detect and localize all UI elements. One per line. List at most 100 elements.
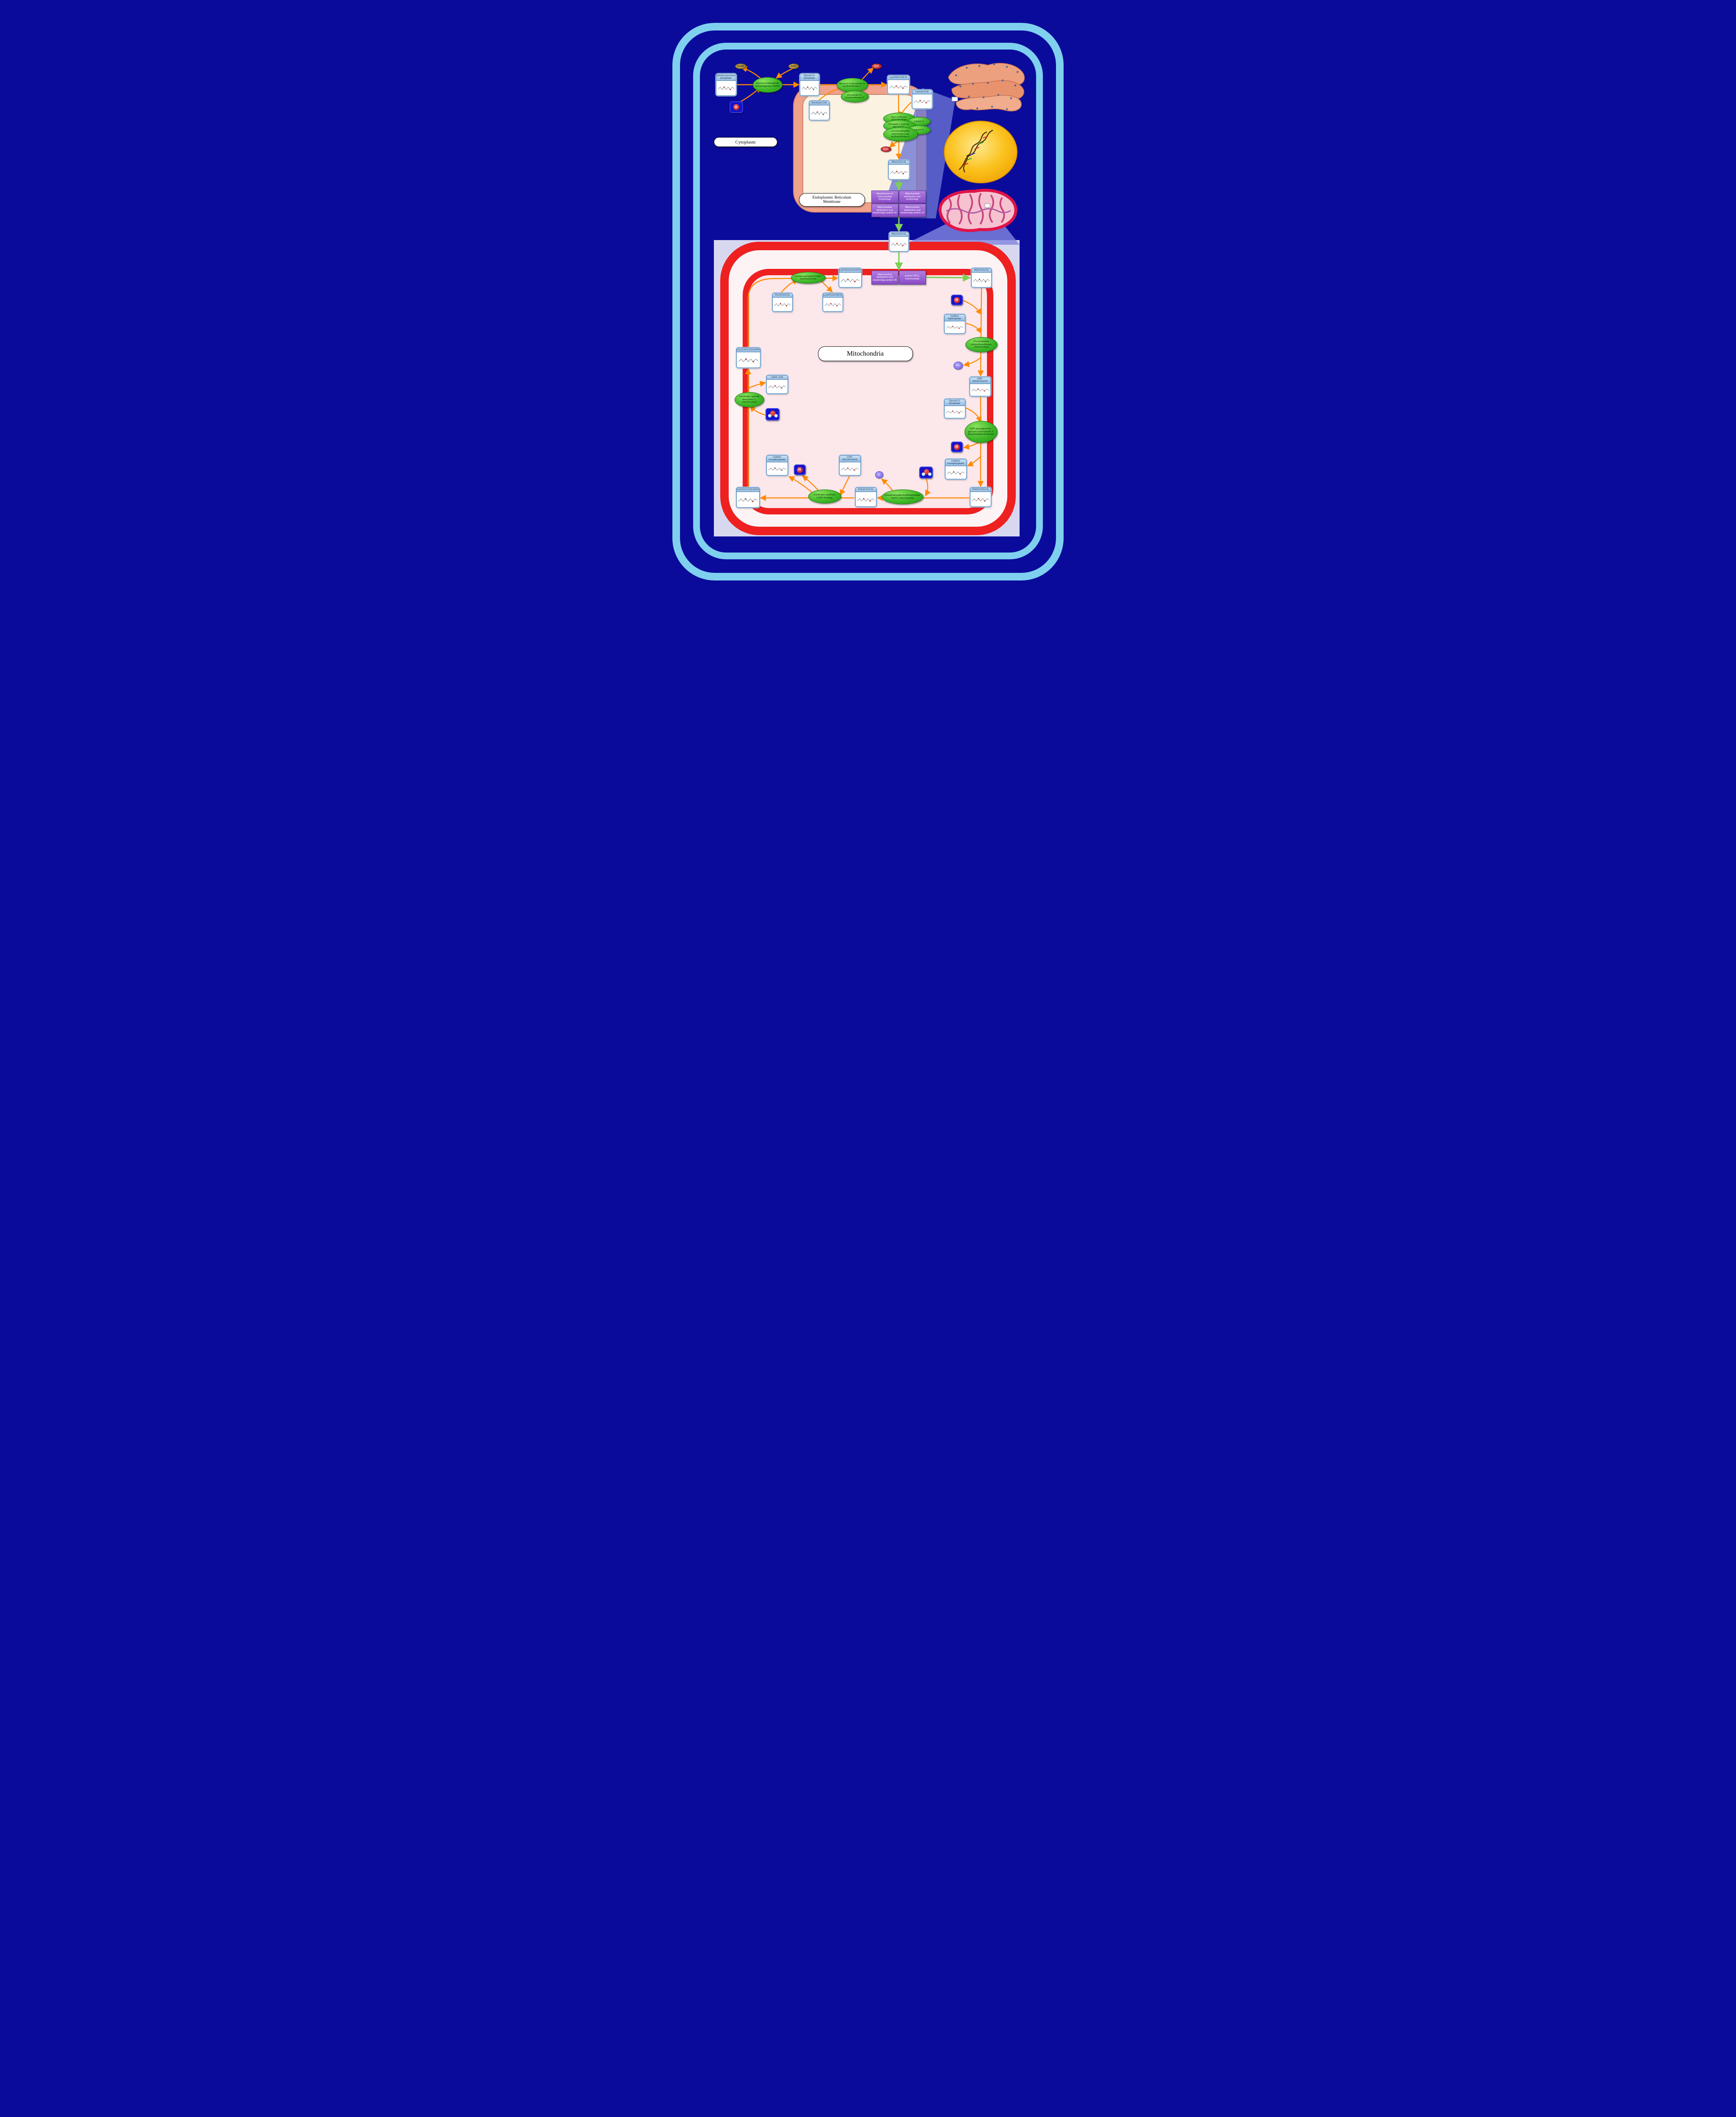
cofactor-h-bottom[interactable]: H xyxy=(793,464,806,475)
mito-callout-rect xyxy=(984,203,990,208)
chemical-structure-icon xyxy=(945,321,965,333)
chemical-structure-icon xyxy=(800,81,819,95)
metabolite-label: Glycerol 3-phosphate xyxy=(944,399,965,406)
cristae xyxy=(946,193,1011,224)
pathway-canvas: Cytoplasm Endoplasmic Reticulum Membrane… xyxy=(651,0,1085,603)
metabolite-label: PC(10:0/10:0) xyxy=(772,293,792,298)
metabolite-g3p-cyto[interactable]: Glycerol 3-phosphate xyxy=(799,74,819,96)
protein-ups1[interactable]: protein UPS1, mitochondrial xyxy=(898,271,926,285)
metabolite-label: Decanoyl-CoA xyxy=(809,101,829,105)
metabolite-label: LysoPA(10:0/0:0) xyxy=(887,76,909,80)
er-membrane-label: Endoplasmic Reticulum Membrane xyxy=(799,193,865,207)
water-h-icon xyxy=(921,473,925,476)
metabolite-label: PGP(10:0/12:0) xyxy=(970,488,991,492)
metabolite-cmp-bottom[interactable]: Cytidine monophosphate xyxy=(766,455,788,475)
metabolite-dhap[interactable]: Dihydroxyacetone phosphate xyxy=(716,74,736,96)
chemical-structure-icon xyxy=(773,298,792,311)
cofactor-h2o-left[interactable] xyxy=(765,408,780,420)
chemical-structure-icon xyxy=(972,273,991,287)
ribosome-dots xyxy=(955,63,1018,111)
enzyme-pgs1[interactable]: CDP-diacylglycerol--glycerol-3-phosphate… xyxy=(964,421,998,443)
h-ion-icon: H xyxy=(733,104,739,110)
cofactor-h-right-1[interactable]: H xyxy=(951,295,963,305)
chemical-structure-icon xyxy=(889,165,909,179)
chemical-structure-icon xyxy=(737,492,759,507)
metabolite-ctp[interactable]: Cytidine triphosphate xyxy=(944,314,965,334)
metabolite-lysopa[interactable]: LysoPA(10:0/0:0) xyxy=(887,75,909,94)
cofactor-h-cytoplasm[interactable]: H xyxy=(729,101,743,113)
metabolite-pa-mito[interactable]: PA(10:0/12:0) xyxy=(971,268,992,287)
cofactor-h2o-right[interactable] xyxy=(919,467,933,478)
enzyme-gpat1[interactable]: Glycerol-3-phosphate O-acyltransferase 1 xyxy=(836,78,868,92)
cofactor-coa-mid[interactable]: CoA xyxy=(880,146,891,152)
chemical-structure-icon xyxy=(888,80,909,94)
chemical-structure-icon xyxy=(840,462,860,475)
protein-mmm[interactable]: Maintenance of mitochondrial morphology xyxy=(871,191,898,203)
water-h-icon xyxy=(768,414,771,417)
enzyme-lpaat1[interactable]: Lysophosphatidic acid:oleoyl-CoA acyltra… xyxy=(883,127,918,141)
metabolite-lauroyl-coa[interactable]: Lauroyl-CoA xyxy=(912,90,932,109)
enzyme-gpat2[interactable]: phosphate O-acyltransferase 2 xyxy=(840,91,869,102)
chemical-structure-icon xyxy=(737,352,760,368)
water-molecule-icon xyxy=(923,469,929,475)
metabolite-label: PG(10:0/12:0) xyxy=(855,488,876,492)
metabolite-pgp[interactable]: PGP(10:0/12:0) xyxy=(970,487,991,507)
chemical-structure-icon xyxy=(856,492,876,506)
water-h-icon xyxy=(774,414,778,417)
metabolite-cl-top[interactable]: CL(10:0/12:0/14:0/24:0) xyxy=(838,268,862,287)
metabolite-label: CDP-DG(10:0/12:0) xyxy=(970,377,990,384)
chemical-structure-icon xyxy=(823,298,843,311)
protein-mdm34[interactable]: Mitochondrial distribution and morpholog… xyxy=(871,204,898,217)
enzyme-gep4[interactable]: phosphatidylglycerophosphatase GEP4, mit… xyxy=(882,489,923,504)
metabolite-pa-er[interactable]: PA(10:0/12:0) xyxy=(888,160,909,180)
cytoplasm-label: Cytoplasm xyxy=(713,137,777,147)
metabolite-pc[interactable]: PC(10:0/10:0) xyxy=(772,293,793,312)
metabolite-label: Cytidine triphosphate xyxy=(944,315,965,321)
metabolite-label: PA(10:0/12:0) xyxy=(889,232,908,237)
mitochondrion-illustration xyxy=(938,188,1017,232)
enzyme-gpd2[interactable]: Glycerol-3-phosphate dehydrogenase GPD2 xyxy=(752,77,782,93)
metabolite-lysopc[interactable]: LysoPC(10:0/0:0) xyxy=(822,293,843,312)
metabolite-label: Dihydroxyacetone phosphate xyxy=(716,74,736,81)
enzyme-cld1[interactable]: Cardiolipin-specific deacylase 1, mitoch… xyxy=(734,392,764,407)
metabolite-label: MLCL(0:0/12:0/14:0/24:0) xyxy=(736,348,760,352)
enzyme-lpcat[interactable]: Lysophosphatidylcholine acyltransferase xyxy=(791,272,826,284)
chemical-structure-icon xyxy=(839,273,861,287)
metabolite-cl-bottom[interactable]: CL(10:0/12:0/14:0/24:0) xyxy=(736,487,760,508)
protein-mdm[interactable]: Mitochondrial distribution and morpholog… xyxy=(898,191,926,203)
metabolite-label: Glycerol 3-phosphate xyxy=(800,74,819,81)
h-ion-icon: H xyxy=(796,467,803,473)
nucleus-illustration xyxy=(943,121,1017,183)
metabolite-decanoyl-coa[interactable]: Decanoyl-CoA xyxy=(809,101,829,120)
metabolite-pg[interactable]: PG(10:0/12:0) xyxy=(855,487,876,507)
metabolite-mlcl[interactable]: MLCL(0:0/12:0/14:0/24:0) xyxy=(736,348,760,368)
water-h-icon xyxy=(928,473,932,476)
h-ion-icon: H xyxy=(954,444,960,450)
enzyme-tamm41[interactable]: Phosphatidate cytidylyltransferase, mito… xyxy=(965,337,998,352)
metabolite-cdp-dg-1424[interactable]: CDP-DG(14:0/24:0) xyxy=(839,455,861,475)
er-illustration xyxy=(948,63,1025,112)
cofactor-nadh[interactable]: NADH xyxy=(735,64,746,69)
metabolite-label: Capric acid xyxy=(766,376,788,380)
cofactor-ppi[interactable]: PPi xyxy=(953,362,963,370)
metabolite-cmp-right[interactable]: Cytidine monophosphate xyxy=(945,459,967,479)
chemical-structure-icon xyxy=(945,466,966,479)
enzyme-cls[interactable]: Cardiolipin synthase (CMP-forming) xyxy=(808,489,841,503)
chemical-structure-icon xyxy=(970,384,990,396)
metabolite-g3p-mito[interactable]: Glycerol 3-phosphate xyxy=(944,399,965,418)
metabolite-label: CL(10:0/12:0/14:0/24:0) xyxy=(839,268,861,273)
cofactor-nad[interactable]: NAD xyxy=(788,64,799,69)
chemical-structure-icon xyxy=(945,406,965,418)
protein-mdm10[interactable]: Mitochondrial distribution and morpholog… xyxy=(898,204,926,217)
cofactor-h-right-2[interactable]: H xyxy=(951,442,963,452)
metabolite-cdp-dg-1012[interactable]: CDP-DG(10:0/12:0) xyxy=(969,377,991,396)
chemical-structure-icon xyxy=(810,105,829,120)
cofactor-pi[interactable]: Pi xyxy=(875,471,883,478)
metabolite-pa-ims[interactable]: PA(10:0/12:0) xyxy=(889,232,909,251)
cell-membrane-inner xyxy=(693,43,1043,559)
cofactor-coa-top[interactable]: CoA xyxy=(871,64,882,69)
chemical-structure-icon xyxy=(890,237,908,251)
metabolite-capric-acid[interactable]: Capric acid xyxy=(766,375,788,394)
h-ion-icon: H xyxy=(954,297,960,303)
protein-mdm35[interactable]: Mitochondrial distribution and morpholog… xyxy=(871,271,898,285)
